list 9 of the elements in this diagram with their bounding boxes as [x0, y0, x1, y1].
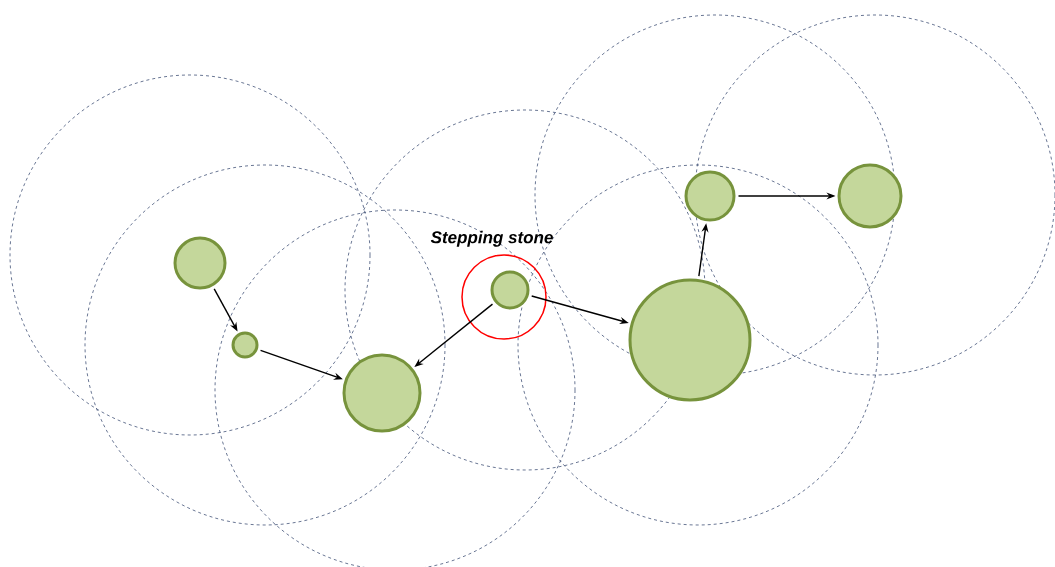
stone-circle: [837, 163, 903, 229]
stone-circle: [684, 170, 736, 222]
stone-circle: [231, 331, 259, 359]
stone-circle: [490, 270, 530, 310]
stone-circle: [628, 278, 752, 402]
node-label: Stepping stone: [430, 230, 553, 247]
stepping-stone-ring: Stepping stone: [430, 230, 553, 340]
stone-circle: [173, 236, 227, 290]
stone-circle: [342, 353, 422, 433]
